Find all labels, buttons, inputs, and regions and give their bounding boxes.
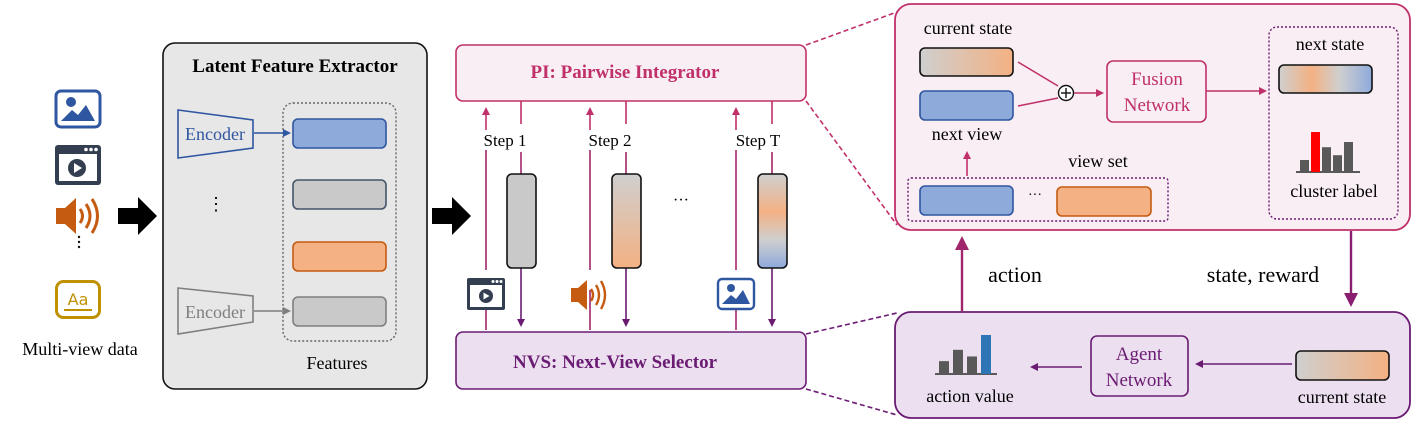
step-1: Step 1 [467, 101, 537, 330]
view-set-orange [1056, 186, 1152, 217]
nvs-current-state-bar [1295, 350, 1390, 381]
mini-chart-bar [1333, 155, 1342, 172]
text-icon: Aa [55, 280, 101, 319]
next-state-label: next state [1296, 34, 1364, 54]
nvs-box[interactable]: NVS: Next-View Selector [455, 331, 807, 390]
pi-detail-panel: current state next view Fusion Network v… [894, 3, 1411, 231]
encoder-label: Encoder [185, 124, 245, 144]
image-icon [54, 89, 102, 129]
arrow-input-to-extractor [118, 197, 157, 235]
mini-chart-bar [953, 349, 963, 374]
next-state-bar [1278, 64, 1373, 94]
feature-gray-2 [292, 296, 387, 327]
nvs-detail-panel: action value Agent Network current state [894, 311, 1411, 419]
step-label: Step 1 [484, 131, 527, 150]
arrow-extractor-to-steps [432, 197, 471, 235]
encoder-bottom: Encoder [177, 287, 254, 335]
cluster-label-chart [1296, 132, 1360, 173]
step-t: Step T [716, 101, 788, 330]
mini-chart-bar [1344, 142, 1353, 172]
mini-chart-bar [967, 356, 977, 374]
step-label: Step 2 [589, 131, 632, 150]
step-2: Step 2 [571, 101, 642, 330]
features-group [282, 102, 397, 342]
feature-gray [292, 179, 387, 210]
agent-label-2: Network [1106, 370, 1173, 391]
step-state-bar [757, 173, 788, 269]
action-value-chart [935, 335, 997, 375]
audio-icon [571, 280, 607, 310]
latent-feature-extractor: Latent Feature Extractor Encoder ⋮ Encod… [162, 42, 428, 390]
encoder-label: Encoder [185, 302, 245, 322]
extractor-title: Latent Feature Extractor [192, 56, 398, 77]
view-set-group [907, 177, 1169, 222]
cluster-label: cluster label [1290, 181, 1377, 201]
view-set-ellipsis: ··· [1028, 188, 1042, 203]
action-label: action [988, 262, 1042, 287]
agent-network-box[interactable]: Agent Network [1090, 335, 1189, 397]
view-set-blue [919, 185, 1014, 216]
pi-title: PI: Pairwise Integrator [531, 62, 720, 83]
encoder-top: Encoder [177, 109, 254, 159]
fusion-label-2: Network [1124, 95, 1191, 116]
view-set-label: view set [1068, 151, 1127, 171]
mini-chart-bar-highlight [1311, 132, 1320, 172]
nvs-title: NVS: Next-View Selector [513, 352, 718, 373]
encoder-vdots: ⋮ [207, 194, 225, 214]
mini-chart-bar [1322, 147, 1331, 172]
zoom-connectors [805, 11, 898, 416]
next-view-bar [919, 90, 1014, 121]
mini-chart-bar-highlight [981, 335, 991, 374]
state-reward-label: state, reward [1207, 262, 1319, 287]
vertical-ellipsis [77, 235, 81, 249]
output-group [1268, 26, 1399, 220]
concat-plus-icon [1057, 84, 1075, 102]
input-column: Aa Multi-view data [22, 89, 138, 359]
pi-box[interactable]: PI: Pairwise Integrator [455, 44, 807, 102]
video-icon [467, 278, 505, 310]
mini-chart-bar [939, 361, 949, 374]
audio-icon [56, 198, 99, 234]
nvs-current-state-label: current state [1298, 387, 1386, 407]
svg-text:Aa: Aa [68, 290, 89, 309]
mini-chart-bar [1300, 160, 1309, 172]
feature-orange [292, 241, 387, 272]
features-label: Features [307, 353, 368, 373]
step-state-bar [611, 173, 642, 269]
step-state-bar [506, 173, 537, 269]
fusion-network-box[interactable]: Fusion Network [1106, 60, 1207, 123]
step-label: Step T [736, 131, 781, 150]
multi-view-label: Multi-view data [22, 339, 137, 359]
feature-blue [292, 118, 387, 149]
next-view-label: next view [932, 124, 1002, 144]
video-icon [55, 145, 101, 185]
fusion-label-1: Fusion [1131, 69, 1183, 90]
steps-ellipsis: ··· [673, 192, 689, 209]
image-icon [716, 277, 756, 311]
current-state-label: current state [924, 18, 1012, 38]
action-value-label: action value [926, 386, 1013, 406]
current-state-bar [919, 47, 1014, 77]
agent-label-1: Agent [1116, 344, 1163, 365]
